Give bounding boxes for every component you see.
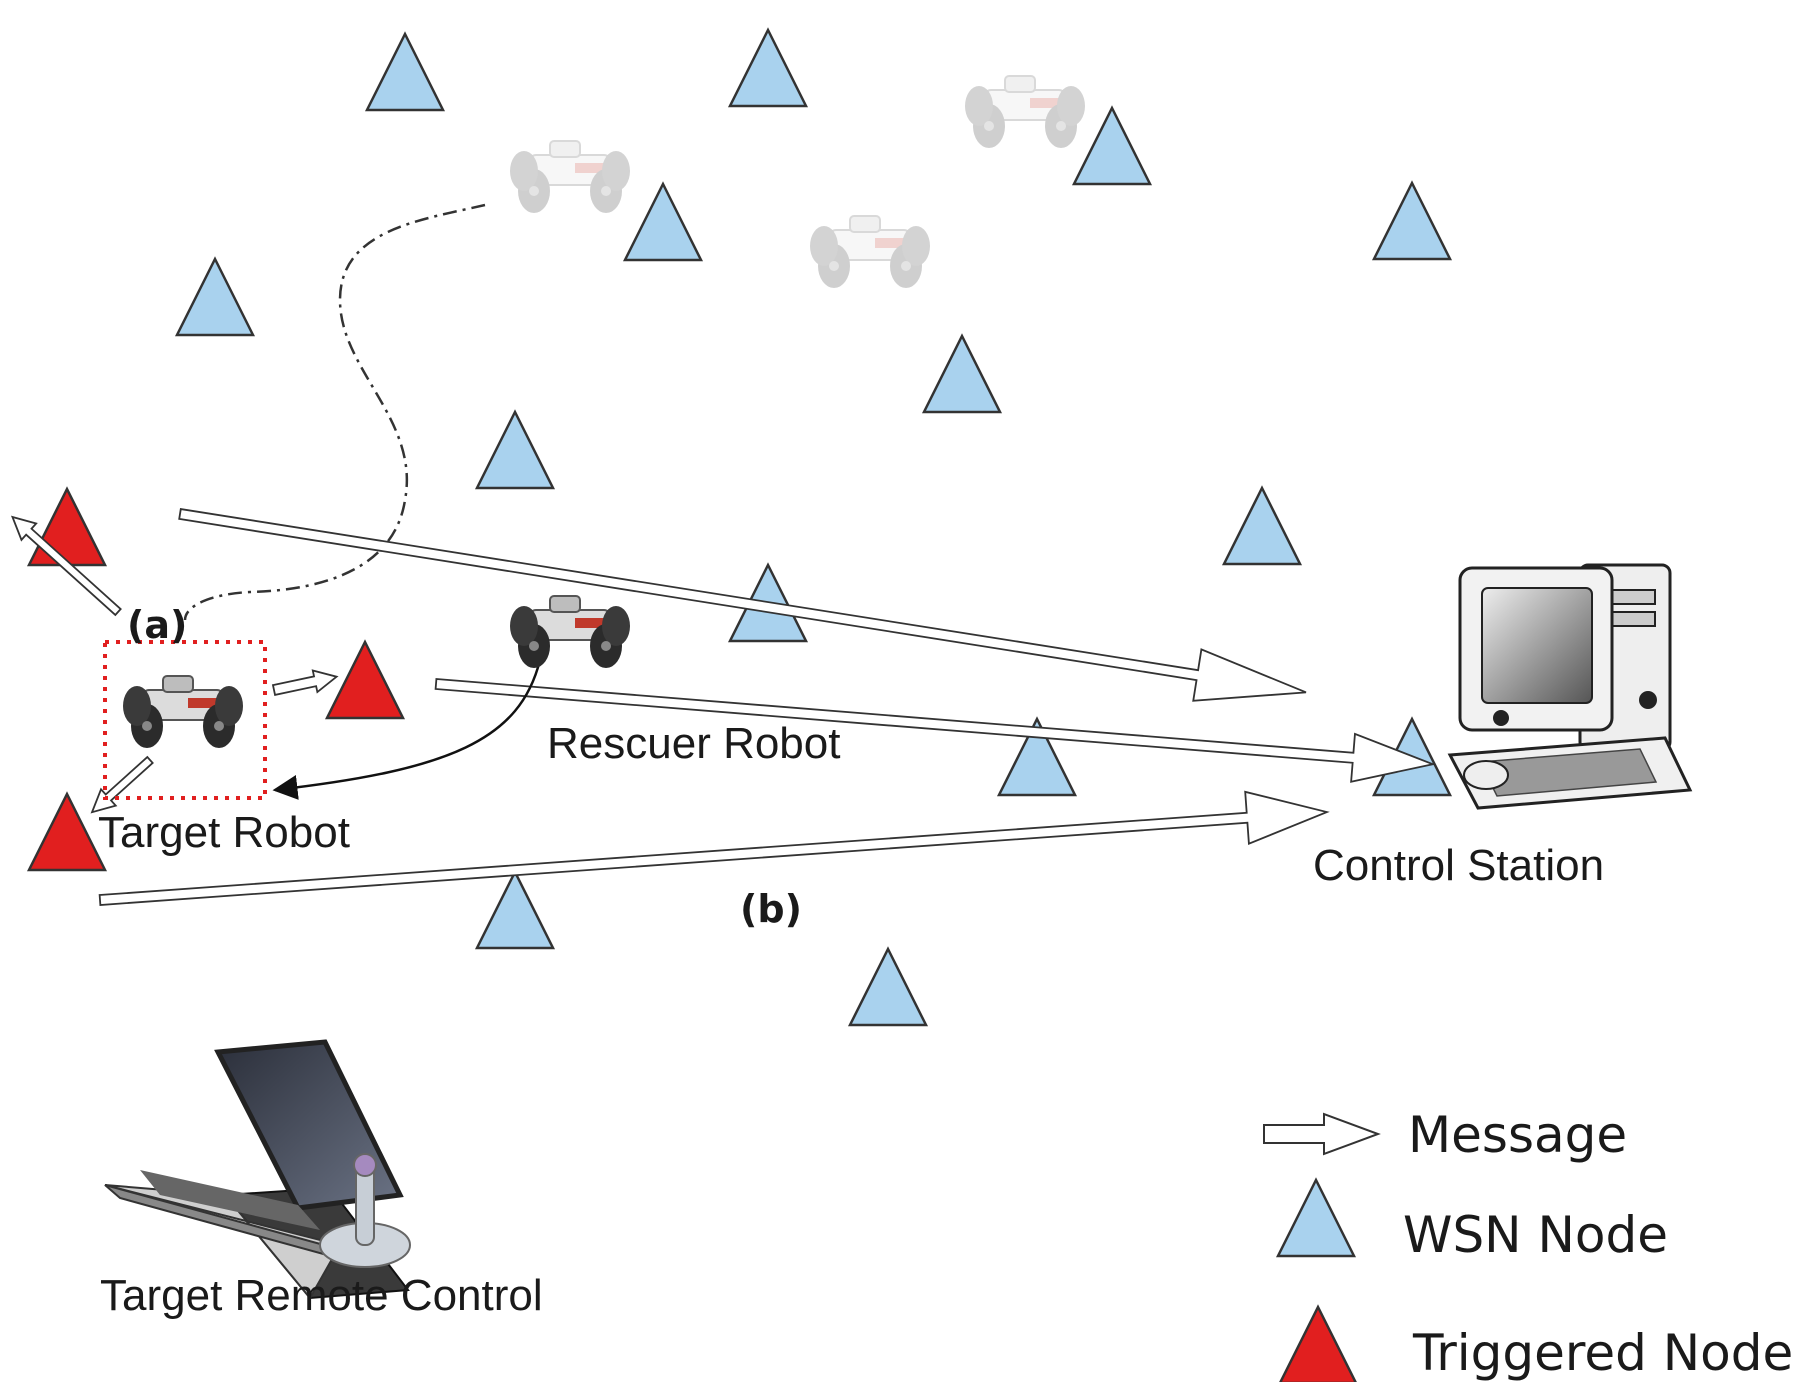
ghost-robot-3 (809, 215, 931, 289)
label-target-robot: Target Robot (98, 808, 350, 857)
robot-path (183, 203, 486, 621)
label-control-station: Control Station (1313, 841, 1604, 890)
wsn-node (848, 947, 928, 1027)
message-arrow-4 (178, 508, 1307, 702)
wsn-node (728, 28, 808, 108)
ghost-robot-2 (964, 75, 1086, 149)
message-arrow-5 (434, 678, 1436, 783)
wsn-node (475, 410, 555, 490)
message-arrow-1 (10, 515, 122, 617)
legend-triggered-icon (1278, 1305, 1358, 1382)
triggered-node (27, 792, 107, 872)
wsn-node (623, 182, 703, 262)
triggered-node (325, 640, 405, 720)
message-arrow-6 (98, 790, 1330, 906)
legend-triggered-label: Triggered Node (1412, 1324, 1793, 1382)
computer-icon (1447, 563, 1693, 810)
joystick-icon (319, 1153, 411, 1268)
wsn-node (1372, 181, 1452, 261)
rescuer-approach-arrow (272, 659, 542, 800)
label-target-remote-control: Target Remote Control (100, 1271, 543, 1320)
wsn-node (1072, 106, 1152, 186)
wsn-node (175, 257, 255, 337)
legend: Message WSN Node Triggered Node (1263, 1106, 1793, 1382)
message-arrow-2 (271, 669, 339, 696)
wsn-node (365, 32, 445, 112)
wsn-node (1222, 486, 1302, 566)
legend-message-icon (1263, 1112, 1381, 1156)
label-path-b: (b) (740, 887, 802, 931)
legend-message-label: Message (1408, 1106, 1627, 1164)
rescuer-robot (509, 595, 631, 669)
legend-wsn-label: WSN Node (1403, 1206, 1668, 1264)
legend-wsn-icon (1276, 1178, 1356, 1258)
wsn-node (922, 334, 1002, 414)
ghost-robot-1 (509, 140, 631, 214)
target-robot (103, 640, 267, 800)
wsn-node (475, 870, 555, 950)
triggered-node (27, 487, 107, 567)
label-path-a: (a) (127, 603, 187, 647)
label-rescuer-robot: Rescuer Robot (547, 719, 840, 768)
